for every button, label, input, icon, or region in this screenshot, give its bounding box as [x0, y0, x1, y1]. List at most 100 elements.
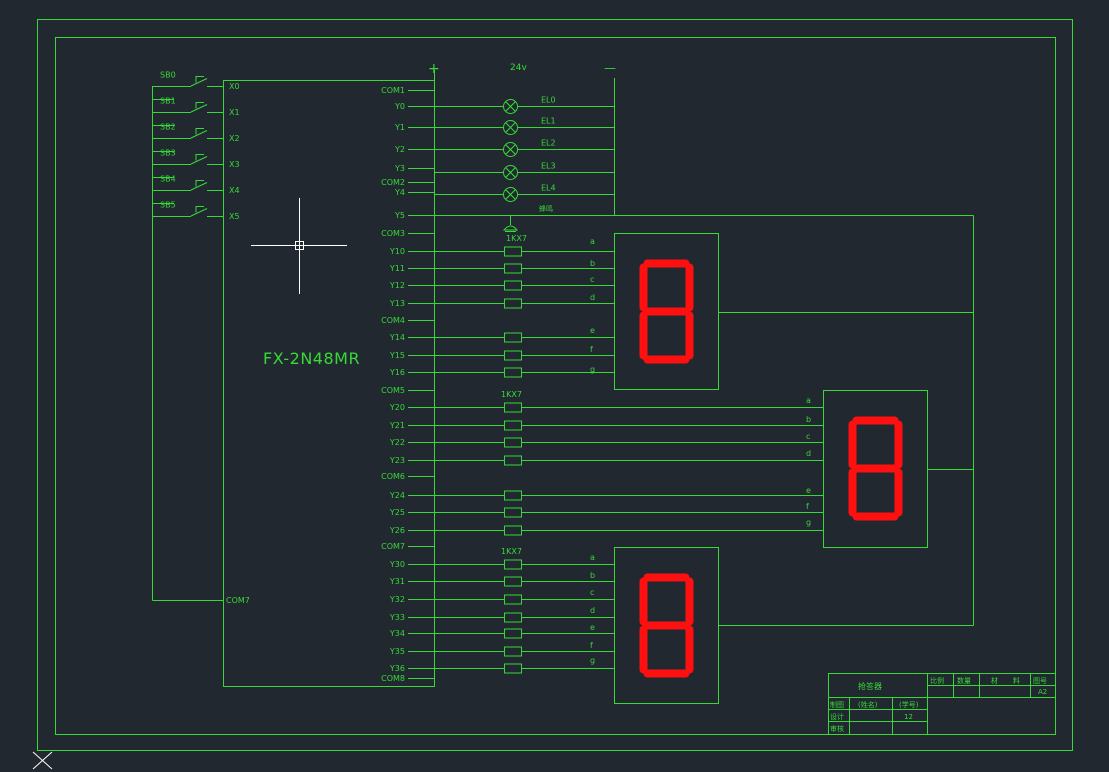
switch-sb1: SB1: [152, 97, 223, 126]
segment-label-e: e: [806, 486, 811, 495]
input-label-x1: X1: [229, 108, 240, 117]
title-block-drawn-by: 制图: [830, 700, 844, 709]
resistor: [504, 663, 522, 674]
lamp-cross: [505, 189, 516, 200]
resistor: [504, 628, 522, 639]
output-label-y5: Y5: [394, 211, 405, 220]
title-block-mat1: 材: [991, 676, 998, 685]
output-label-com2: COM2: [381, 178, 405, 187]
switch-sb2: SB2: [152, 123, 223, 152]
output-label-y34: Y34: [389, 629, 405, 638]
output-label-y25: Y25: [389, 508, 405, 517]
output-label-y16: Y16: [389, 368, 405, 377]
resistor: [504, 402, 522, 413]
segment-label-c: c: [590, 588, 594, 597]
lamp-bulb: [503, 187, 518, 202]
resistor: [504, 612, 522, 623]
segment-label-a: a: [590, 237, 595, 246]
lamp-el1: EL1: [434, 117, 615, 135]
resistor: [504, 576, 522, 587]
title-block-drawno: A2: [1038, 688, 1047, 696]
output-label-y3: Y3: [394, 164, 405, 173]
lamp-cross: [505, 101, 516, 112]
outer-border: [37, 19, 1073, 751]
segment-label-g: g: [590, 656, 595, 665]
switch-contact: [190, 104, 208, 113]
output-label-y21: Y21: [389, 421, 405, 430]
segment-label-d: d: [590, 606, 595, 615]
segment-label-e: e: [590, 623, 595, 632]
output-label-y15: Y15: [389, 351, 405, 360]
switch-label: SB2: [160, 123, 176, 132]
output-label-y22: Y22: [389, 438, 405, 447]
segment-label-b: b: [590, 571, 595, 580]
switch-actuator: [195, 180, 204, 187]
lamp-bulb: [503, 120, 518, 135]
input-label-x4: X4: [229, 186, 240, 195]
switch-contact: [190, 78, 208, 87]
output-label-y36: Y36: [389, 664, 405, 673]
resistor: [504, 350, 522, 361]
segment-label-a: a: [806, 396, 811, 405]
switch-label: SB5: [160, 201, 176, 210]
segment-label-g: g: [806, 518, 811, 527]
input-label-x0: X0: [229, 82, 240, 91]
output-label-y20: Y20: [389, 403, 405, 412]
resistor: [504, 646, 522, 657]
title-block-name: (姓名): [858, 700, 878, 709]
output-label-y31: Y31: [389, 577, 405, 586]
switch-label: SB3: [160, 149, 176, 158]
title-block-mat2: 料: [1013, 676, 1020, 685]
output-label-com5: COM5: [381, 386, 405, 395]
switch-sb3: SB3: [152, 149, 223, 178]
lamp-el4: EL4: [434, 184, 615, 202]
output-label-y32: Y32: [389, 595, 405, 604]
resistor: [504, 490, 522, 501]
resistor: [504, 437, 522, 448]
input-label-x3: X3: [229, 160, 240, 169]
switch-label: SB4: [160, 175, 176, 184]
output-label-y24: Y24: [389, 491, 405, 500]
switch-actuator: [195, 76, 204, 83]
switch-actuator: [195, 128, 204, 135]
lamp-label: EL4: [541, 184, 556, 193]
output-label-com3: COM3: [381, 229, 405, 238]
switch-sb5: SB5: [152, 201, 223, 217]
output-label-y13: Y13: [389, 299, 405, 308]
lamp-label: EL0: [541, 96, 556, 105]
switch-actuator: [195, 154, 204, 161]
resistor: [504, 507, 522, 518]
input-label-x5: X5: [229, 212, 240, 221]
title-block-student-no: (学号): [899, 700, 919, 709]
output-label-y0: Y0: [394, 102, 405, 111]
output-label-y12: Y12: [389, 281, 405, 290]
resistor: [504, 525, 522, 536]
output-label-com1: COM1: [381, 86, 405, 95]
plc-model: FX-2N48MR: [263, 349, 360, 368]
resistor-label: 1KX7: [506, 234, 527, 243]
input-com-label: COM7: [226, 596, 250, 605]
title-block-design: 设计: [830, 712, 844, 721]
segment-label-c: c: [806, 432, 810, 441]
resistor: [504, 280, 522, 291]
title-block-title: 抢答器: [858, 681, 882, 691]
display-box: [614, 233, 719, 390]
title-block-drawno-label: 图号: [1033, 677, 1047, 685]
segment-label-a: a: [590, 553, 595, 562]
title-block-number: 12: [904, 713, 913, 721]
power-plus: +: [428, 61, 440, 77]
switch-contact: [190, 130, 208, 139]
output-label-y11: Y11: [389, 264, 405, 273]
switch-label: SB0: [160, 71, 176, 80]
switch-contact: [190, 156, 208, 165]
resistor: [504, 594, 522, 605]
switch-label: SB1: [160, 97, 176, 106]
ucs-icon: [32, 751, 53, 770]
switch-contact: [190, 208, 208, 217]
power-minus: —: [604, 61, 616, 75]
inner-border: [55, 37, 1056, 735]
output-label-y14: Y14: [389, 333, 405, 342]
segment-label-f: f: [590, 345, 593, 354]
